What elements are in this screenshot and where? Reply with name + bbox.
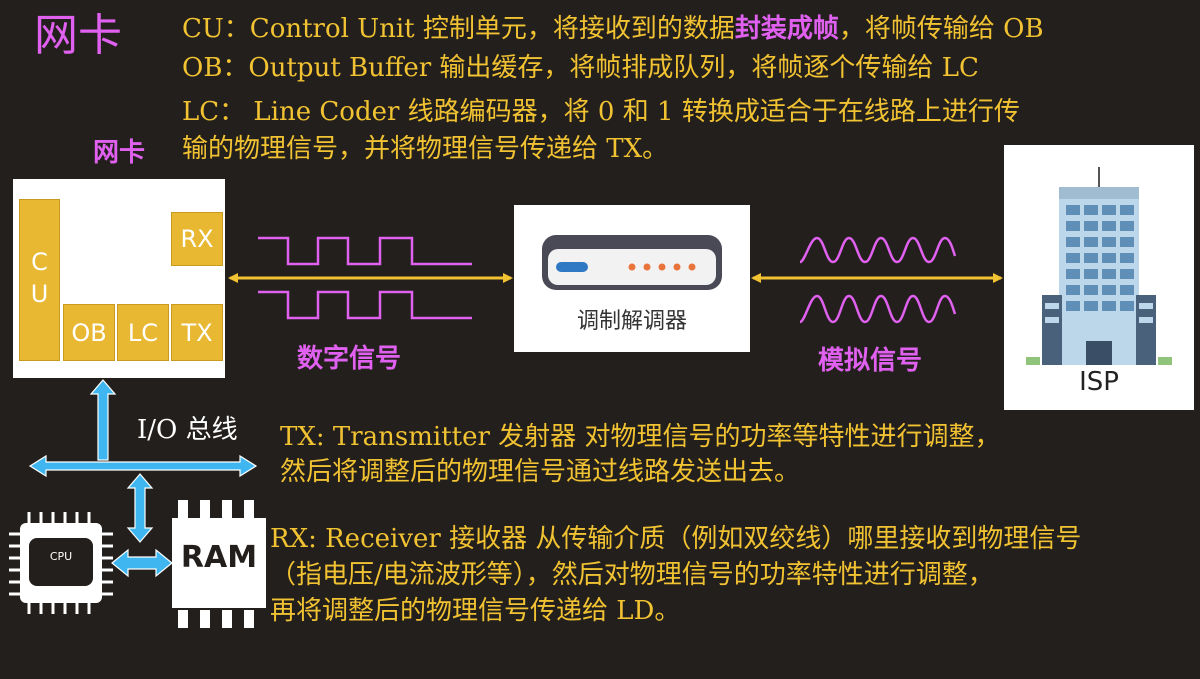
ob-block: OB: [63, 304, 115, 361]
bus-horizontal-arrow: [28, 454, 258, 478]
cpu-chip: CPU: [7, 510, 115, 616]
rx-description-line2: （指电压/电流波形等），然后对物理信号的功率特性进行调整，: [270, 560, 994, 590]
cpu-label: CPU: [49, 550, 73, 563]
analog-wave-top: [799, 236, 957, 264]
cpu-icon: [9, 512, 113, 614]
analog-wave-bottom: [799, 294, 957, 324]
cu-block: CU: [19, 199, 60, 361]
cu-block-label: CU: [25, 248, 54, 312]
ob-description: OB：Output Buffer 输出缓存，将帧排成队列，将帧逐个传输给 LC: [182, 53, 979, 83]
modem-label: 调制解调器: [576, 309, 687, 334]
isp-label: ISP: [1079, 367, 1119, 397]
ram-label: RAM: [180, 540, 258, 575]
ram-chip: RAM: [172, 518, 266, 608]
cu-description-suffix: ，将帧传输给 OB: [838, 14, 1044, 44]
nic-label: 网卡: [93, 138, 146, 168]
isp-building: ISP: [1004, 145, 1194, 410]
tx-description-line2: 然后将调整后的物理信号通过线路发送出去。: [280, 457, 801, 487]
rx-description-line1: RX: Receiver 接收器 从传输介质（例如双绞线）哪里接收到物理信号: [270, 524, 1082, 554]
modem: 调制解调器: [514, 205, 750, 352]
page-title: 网卡: [34, 10, 122, 61]
lc-block: LC: [117, 304, 169, 361]
analog-signal-label: 模拟信号: [818, 346, 923, 376]
cu-description: CU：Control Unit 控制单元，将接收到的数据封装成帧，将帧传输给 O…: [182, 12, 1044, 46]
lc-description-line1: LC： Line Coder 线路编码器，将 0 和 1 转换成适合于在线路上进…: [182, 97, 1020, 127]
nic-diagram: CU RX OB LC TX: [13, 179, 225, 378]
lc-description-line2: 输的物理信号，并将物理信号传递给 TX。: [182, 134, 669, 164]
digital-signal-label: 数字信号: [297, 344, 402, 374]
io-bus-label: I/O 总线: [137, 415, 238, 445]
tx-description-line1: TX: Transmitter 发射器 对物理信号的功率等特性进行调整，: [280, 422, 1001, 452]
cpu-ram-arrow: [111, 548, 173, 578]
digital-wave-top: [258, 236, 472, 266]
tx-block: TX: [171, 304, 223, 361]
rx-block: RX: [171, 212, 223, 266]
nic-bus-arrow: [89, 379, 117, 461]
cu-description-prefix: CU：Control Unit 控制单元，将接收到的数据: [182, 14, 735, 44]
modem-icon: [542, 235, 722, 290]
io-bus: [28, 379, 258, 578]
rx-description-line3: 再将调整后的物理信号传递给 LD。: [270, 596, 681, 626]
digital-wave-bottom: [258, 290, 472, 320]
cu-description-highlight: 封装成帧: [734, 14, 839, 44]
bus-down-arrow: [126, 473, 154, 543]
building-icon: [1026, 167, 1172, 365]
ram-pins: [178, 500, 254, 628]
